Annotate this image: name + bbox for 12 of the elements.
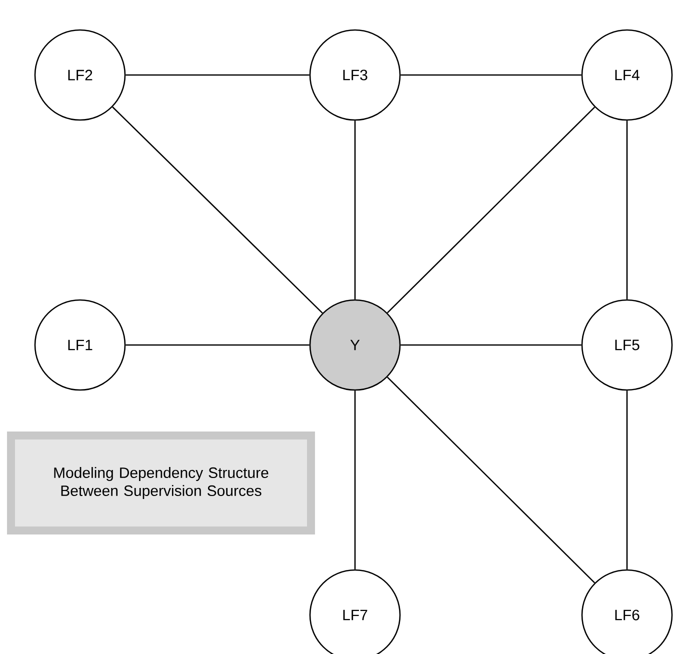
connector-line (126, 74, 310, 76)
connector-line (354, 120, 356, 300)
connector-line (386, 106, 596, 314)
connector-line (112, 106, 323, 314)
caption-box: Modeling Dependency Structure Between Supervision Sources (7, 432, 315, 534)
connector-line (626, 120, 628, 300)
connector-line (354, 390, 356, 570)
connector-line (400, 344, 582, 346)
connector-line (626, 390, 628, 570)
connector-line (386, 376, 596, 584)
connector-line (400, 74, 582, 76)
connector-line (126, 344, 310, 346)
